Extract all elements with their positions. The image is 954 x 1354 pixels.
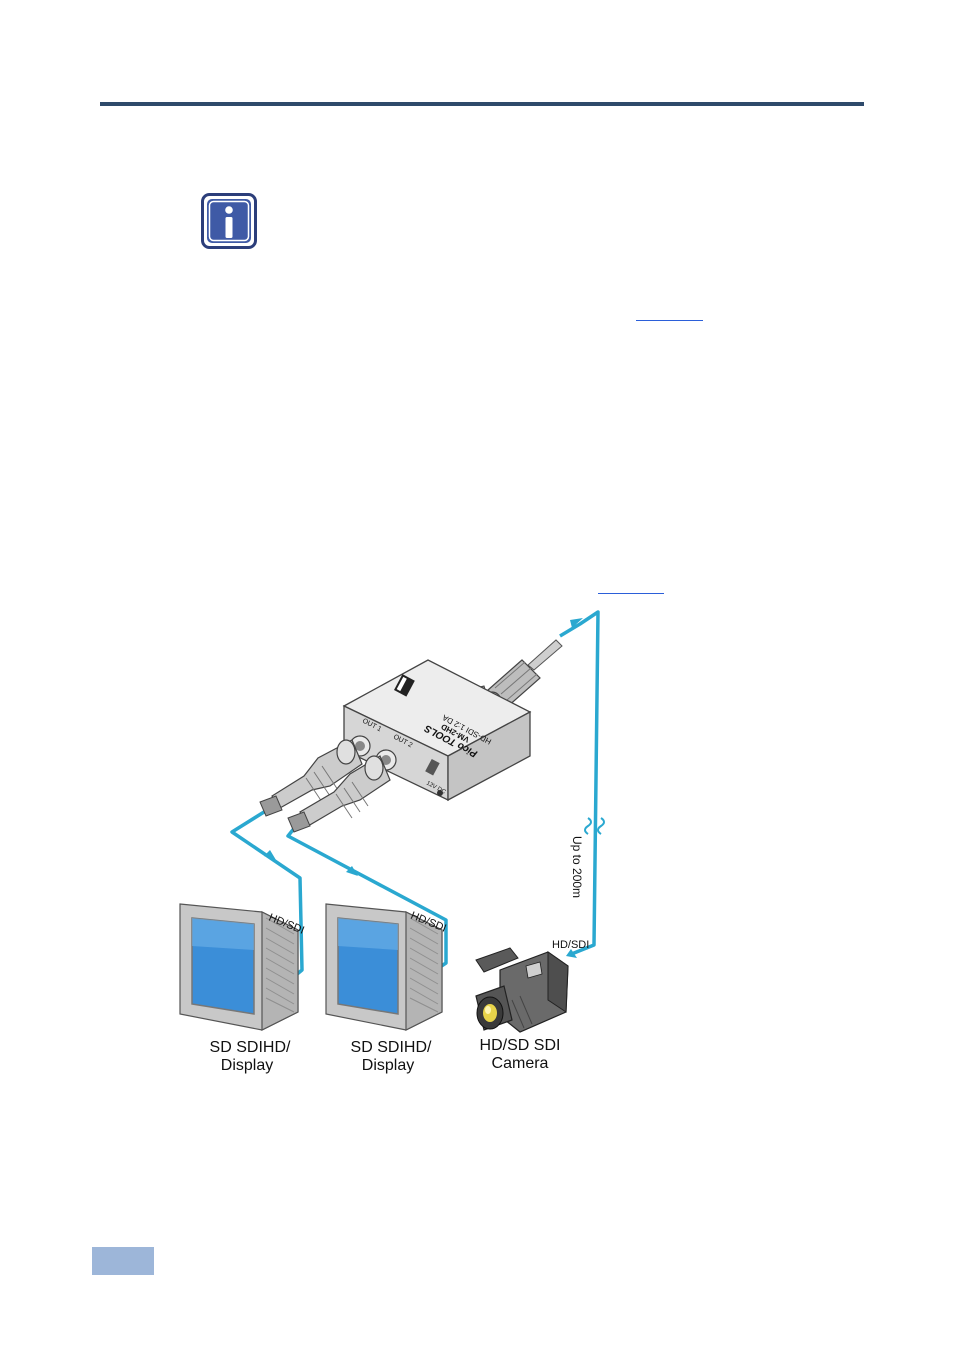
page-number-tab xyxy=(92,1247,154,1275)
connection-diagram: HD-SDI 1:2 DA VM-2HD Pico TOOLS OUT 1 OU… xyxy=(179,610,605,1074)
display-2 xyxy=(325,903,443,1031)
display-1-caption-line2: Display xyxy=(221,1057,273,1074)
header-rule xyxy=(100,102,864,106)
camera-hdsdi-tag: HD/SDI xyxy=(552,939,589,951)
out2-bnc-connector xyxy=(287,755,391,833)
vm-2hd-device: HD-SDI 1:2 DA VM-2HD Pico TOOLS OUT 1 OU… xyxy=(342,659,532,802)
display-1 xyxy=(179,903,299,1031)
output-cable-2 xyxy=(286,824,448,969)
info-icon xyxy=(201,193,257,249)
cable-length-label: Up to 200m xyxy=(570,836,584,898)
figure-reference-link[interactable] xyxy=(636,320,703,321)
input-cable xyxy=(559,610,605,958)
display-2-caption-line2: Display xyxy=(362,1057,414,1074)
display-2-caption-line1: SD SDIHD/ xyxy=(351,1039,432,1056)
display-1-caption-line1: SD SDIHD/ xyxy=(210,1039,291,1056)
out1-bnc-connector xyxy=(259,739,363,817)
figure-reference-link[interactable] xyxy=(598,593,664,594)
camera-caption-line1: HD/SD SDI xyxy=(480,1037,561,1054)
camera-caption-line2: Camera xyxy=(492,1055,549,1072)
camera-icon xyxy=(475,947,569,1033)
output-cable-1 xyxy=(230,810,304,977)
